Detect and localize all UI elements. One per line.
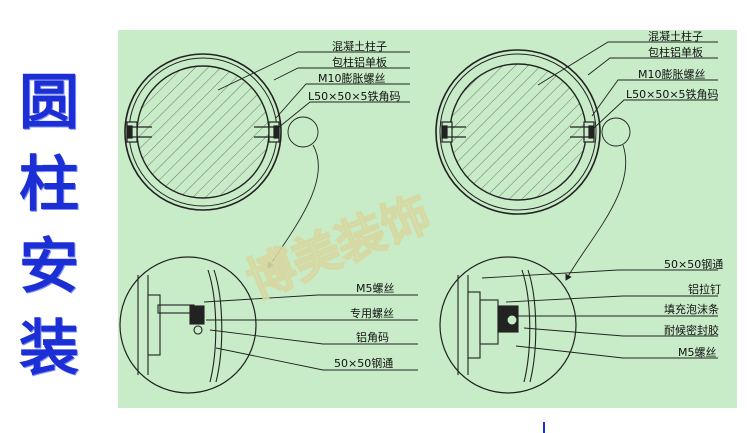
right-cladding-inner bbox=[439, 53, 597, 211]
label-m5-screw-r: M5螺丝 bbox=[678, 346, 717, 359]
right-section-labels: 混凝土柱子 包柱铝单板 M10膨胀螺丝 L50×50×5铁角码 bbox=[626, 30, 719, 101]
left-cladding-outer bbox=[124, 53, 282, 211]
side-title-char: 柱 bbox=[19, 150, 79, 220]
left-concrete-core bbox=[136, 65, 270, 199]
label-special-screw: 专用螺丝 bbox=[350, 306, 394, 320]
right-enlarged-labels: 50×50钢通 铝拉钉 填充泡沫条 耐候密封胶 M5螺丝 bbox=[664, 258, 723, 359]
drawing-panel: 混凝土柱子 包柱铝单板 M10膨胀螺丝 L50×50×5铁角码 bbox=[118, 30, 737, 408]
label-m5-screw: M5螺丝 bbox=[356, 282, 395, 295]
right-column-section bbox=[435, 41, 718, 281]
label-sealant: 耐候密封胶 bbox=[664, 323, 719, 337]
left-anchor-right bbox=[254, 121, 280, 143]
left-column-section bbox=[124, 51, 410, 269]
left-enlarged-detail bbox=[119, 256, 418, 394]
left-leader-lines bbox=[217, 51, 410, 129]
label-steel-tube-r: 50×50钢通 bbox=[664, 258, 723, 271]
right-cladding-outer bbox=[435, 49, 601, 215]
label-aluminum-cladding-r: 包柱铝单板 bbox=[648, 45, 703, 59]
label-steel-angle-r: L50×50×5铁角码 bbox=[626, 88, 719, 101]
bottom-marker bbox=[543, 422, 545, 433]
left-section-labels: 混凝土柱子 包柱铝单板 M10膨胀螺丝 L50×50×5铁角码 bbox=[308, 39, 401, 103]
left-detail-callout bbox=[287, 116, 319, 148]
label-aluminum-angle: 铝角码 bbox=[356, 330, 389, 344]
right-detail-callout bbox=[601, 117, 631, 147]
watermark-text: 博美装饰 bbox=[239, 186, 438, 310]
side-title-char: 装 bbox=[19, 314, 79, 384]
label-concrete-column: 混凝土柱子 bbox=[332, 39, 387, 53]
right-anchor-right bbox=[570, 121, 595, 143]
side-title: 圆 柱 安 装 bbox=[10, 62, 88, 390]
label-steel-angle: L50×50×5铁角码 bbox=[308, 90, 401, 103]
label-expansion-bolt-r: M10膨胀螺丝 bbox=[638, 67, 706, 81]
side-title-char: 圆 bbox=[19, 68, 79, 138]
label-aluminum-cladding: 包柱铝单板 bbox=[332, 55, 387, 69]
right-enlarged-detail bbox=[439, 256, 718, 394]
right-leader-lines bbox=[537, 41, 718, 129]
construction-drawing: 混凝土柱子 包柱铝单板 M10膨胀螺丝 L50×50×5铁角码 bbox=[119, 30, 723, 394]
left-anchor-left bbox=[126, 121, 152, 143]
label-aluminum-rivet: 铝拉钉 bbox=[688, 282, 721, 296]
side-title-char: 安 bbox=[19, 232, 79, 302]
right-concrete-core bbox=[449, 63, 587, 201]
label-steel-tube: 50×50钢通 bbox=[334, 357, 393, 370]
label-expansion-bolt: M10膨胀螺丝 bbox=[318, 71, 386, 85]
label-concrete-column-r: 混凝土柱子 bbox=[648, 30, 703, 43]
right-anchor-left bbox=[441, 121, 466, 143]
label-foam-strip: 填充泡沫条 bbox=[664, 302, 719, 316]
left-enlarged-labels: M5螺丝 专用螺丝 铝角码 50×50钢通 bbox=[334, 282, 395, 370]
